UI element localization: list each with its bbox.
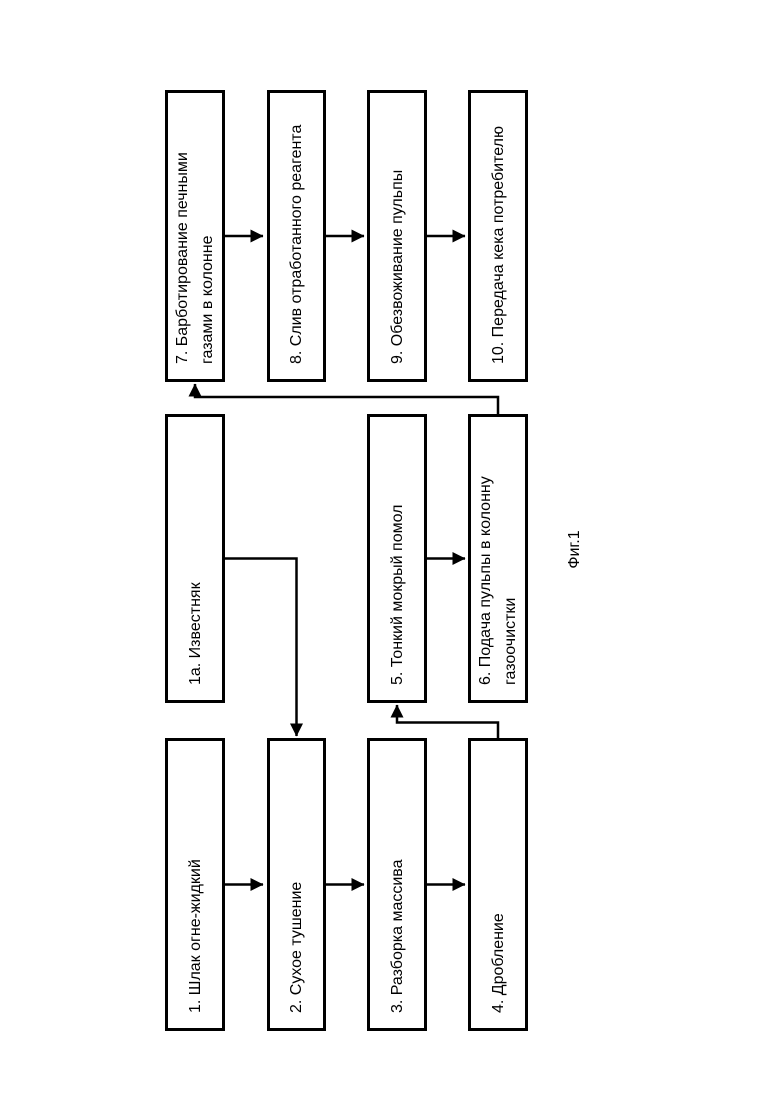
flow-box-9-label: 9. Обезвоживание пульпы	[388, 169, 406, 364]
flow-box-2: 2. Сухое тушение	[267, 738, 326, 1031]
flow-box-9: 9. Обезвоживание пульпы	[367, 90, 427, 382]
flow-box-3: 3. Разборка массива	[367, 738, 427, 1031]
connector-4-to-5	[390, 704, 500, 738]
flow-box-1a: 1а. Известняк	[165, 414, 225, 703]
flow-box-8: 8. Слив отработанного реагента	[267, 90, 326, 382]
flow-box-10: 10. Передача кека потребителю	[468, 90, 528, 382]
flow-box-1-label: 1. Шлак огне-жидкий	[186, 859, 204, 1013]
flow-box-1: 1. Шлак огне-жидкий	[165, 738, 225, 1031]
flow-box-7-label-line1: 7. Барботирование печными	[174, 152, 191, 364]
connector-1a-to-2	[225, 557, 303, 737]
flow-box-10-label: 10. Передача кека потребителю	[489, 126, 507, 364]
flow-box-7: 7. Барботирование печными газами в колон…	[165, 90, 225, 382]
figure-caption: Фиг.1	[566, 530, 583, 569]
connector-6-to-7	[188, 383, 500, 414]
flow-box-8-label: 8. Слив отработанного реагента	[288, 124, 305, 364]
flow-box-1a-label: 1а. Известняк	[186, 582, 204, 685]
flow-box-6: 6. Подача пульпы в колонну газоочистки	[468, 414, 528, 703]
flow-box-4-label: 4. Дробление	[489, 913, 507, 1013]
flow-box-6-label-line2: газоочистки	[502, 597, 519, 685]
flow-box-2-label: 2. Сухое тушение	[288, 881, 305, 1013]
flow-box-4: 4. Дробление	[468, 738, 528, 1031]
flow-box-6-label-line1: 6. Подача пульпы в колонну	[477, 476, 494, 685]
flow-box-7-label-line2: газами в колонне	[199, 235, 216, 364]
flow-box-3-label: 3. Разборка массива	[388, 859, 406, 1013]
flow-box-5-label: 5. Тонкий мокрый помол	[388, 504, 406, 686]
flow-box-5: 5. Тонкий мокрый помол	[367, 414, 427, 703]
